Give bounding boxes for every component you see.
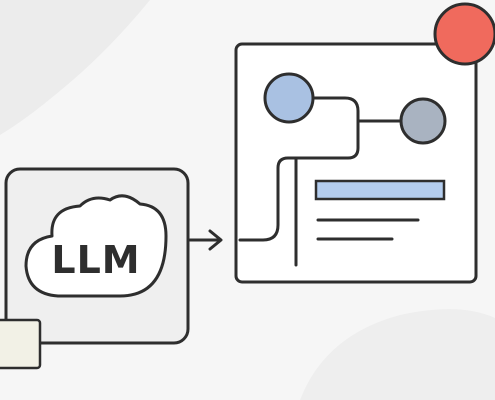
highlight-bar (314, 179, 446, 201)
background-blob-top-left (0, 0, 150, 135)
arrow-right-icon (188, 229, 223, 251)
connector-line-to-input (238, 119, 360, 242)
connector-line-blue-to-gray (311, 96, 405, 123)
corner-swatch (0, 318, 42, 370)
llm-block: LLM (4, 167, 190, 345)
background-blob-bottom-right (300, 309, 495, 400)
node-gray (399, 97, 447, 145)
workflow-panel (234, 42, 478, 284)
notification-badge-icon (433, 2, 495, 66)
cloud-icon (24, 194, 168, 298)
node-blue (263, 72, 315, 124)
llm-label: LLM (51, 238, 140, 282)
